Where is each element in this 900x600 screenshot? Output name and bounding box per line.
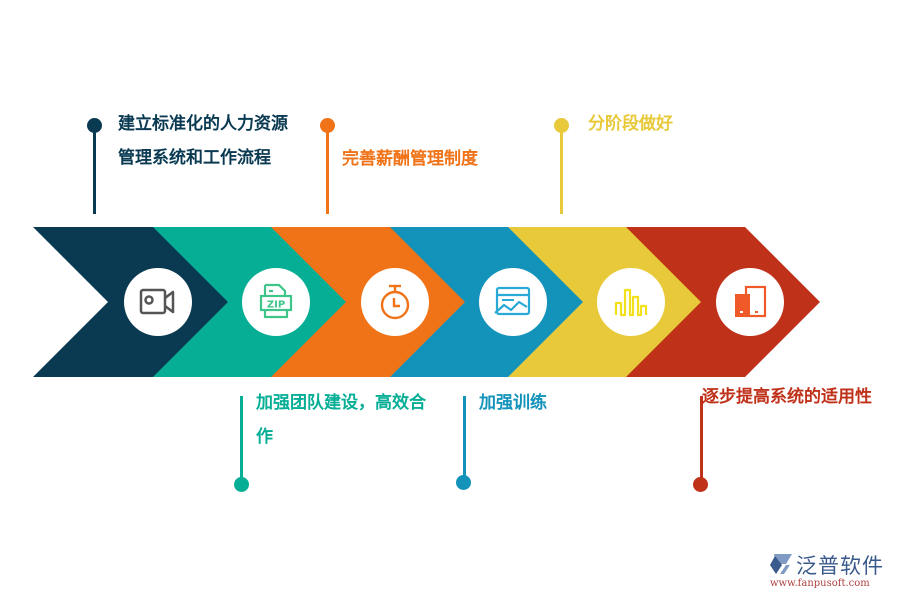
step-5-icon-circle	[597, 268, 665, 336]
step-5-connector	[560, 126, 563, 214]
step-2-label: 加强团队建设，高效合 作	[256, 386, 426, 454]
step-6-connector	[700, 396, 703, 484]
step-1-label-line1: 建立标准化的人力资源	[118, 114, 288, 134]
step-3-connector	[326, 126, 329, 214]
step-1-label-line2: 管理系统和工作流程	[118, 148, 271, 168]
video-camera-icon	[139, 288, 175, 315]
step-3-marker-dot	[320, 118, 335, 133]
fanpu-logo: 泛普软件 www.fanpusoft.com	[766, 550, 896, 595]
svg-text:ZIP: ZIP	[267, 300, 285, 311]
step-4-label: 加强训练	[479, 393, 547, 413]
step-2-label-line1: 加强团队建设，高效合	[256, 393, 426, 413]
step-1-icon-circle	[124, 268, 192, 336]
step-3-label: 完善薪酬管理制度	[342, 149, 478, 169]
step-2-label-line2: 作	[256, 427, 273, 447]
step-4-marker-dot	[456, 475, 471, 490]
logo-mark-icon	[770, 554, 792, 574]
zip-file-icon: ZIP	[259, 283, 293, 319]
image-window-icon	[494, 286, 531, 316]
step-1-connector	[93, 126, 96, 214]
step-6-label: 逐步提高系统的适用性	[702, 387, 872, 407]
step-4-connector	[463, 396, 466, 482]
logo-url: www.fanpusoft.com	[770, 578, 870, 589]
stopwatch-icon	[380, 284, 410, 320]
step-6-icon-circle	[716, 268, 784, 336]
bar-chart-icon	[614, 288, 648, 317]
logo-name: 泛普软件	[796, 554, 884, 578]
devices-icon	[735, 285, 767, 318]
step-2-icon-circle: ZIP	[242, 268, 310, 336]
step-1-marker-dot	[87, 118, 102, 133]
step-3-icon-circle	[361, 268, 429, 336]
step-2-marker-dot	[234, 477, 249, 492]
step-2-connector	[240, 396, 243, 484]
step-1-label: 建立标准化的人力资源 管理系统和工作流程	[118, 107, 288, 175]
step-5-label: 分阶段做好	[588, 114, 673, 134]
step-4-icon-circle	[479, 268, 547, 336]
step-5-marker-dot	[554, 118, 569, 133]
step-6-marker-dot	[693, 477, 708, 492]
